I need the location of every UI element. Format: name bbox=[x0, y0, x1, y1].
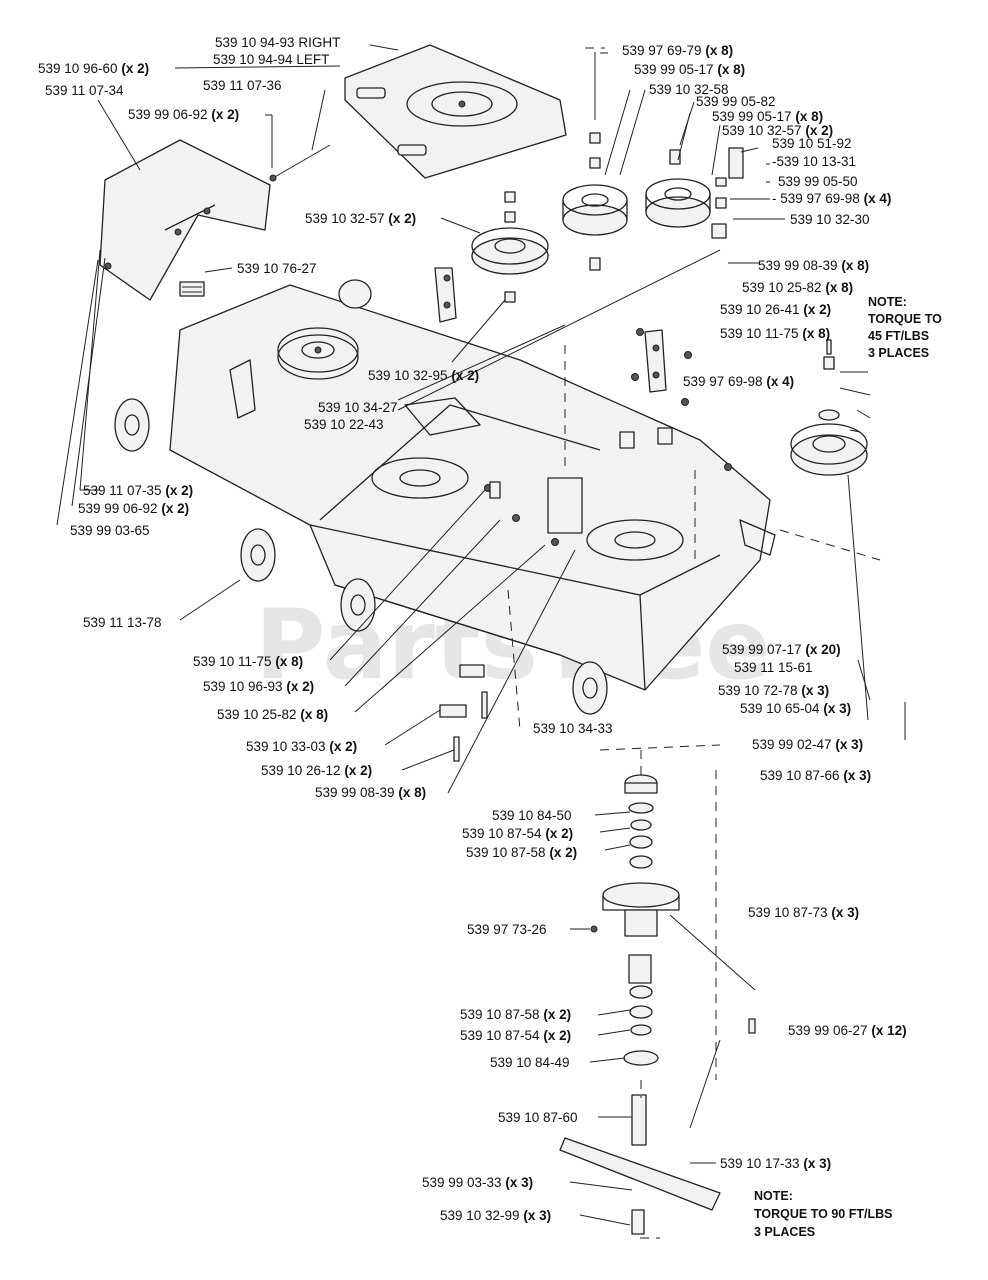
part-label: 539 10 72-78 (x 3) bbox=[718, 683, 829, 698]
part-label: 539 10 87-58 (x 2) bbox=[460, 1007, 571, 1022]
part-label: 539 10 65-04 (x 3) bbox=[740, 701, 851, 716]
part-label: 539 10 87-54 (x 2) bbox=[460, 1028, 571, 1043]
svg-text:TORQUE TO: TORQUE TO bbox=[868, 312, 942, 326]
part-label: 539 10 84-50 bbox=[492, 808, 572, 823]
part-label: 539 99 03-33 (x 3) bbox=[422, 1175, 533, 1190]
part-label: 539 11 07-36 bbox=[203, 78, 282, 93]
part-label: 539 11 07-35 (x 2) bbox=[83, 483, 193, 498]
part-label: 539 10 32-95 (x 2) bbox=[368, 368, 479, 383]
part-label: -539 10 13-31 bbox=[772, 154, 856, 169]
part-label: 539 10 84-49 bbox=[490, 1055, 570, 1070]
part-label: 539 10 17-33 (x 3) bbox=[720, 1156, 831, 1171]
svg-text:3 PLACES: 3 PLACES bbox=[754, 1225, 815, 1239]
part-label: 539 10 87-73 (x 3) bbox=[748, 905, 859, 920]
part-label: 539 10 32-57 (x 2) bbox=[722, 123, 833, 138]
center-lines bbox=[507, 47, 881, 1239]
part-label: 539 10 94-93 RIGHT bbox=[215, 35, 340, 50]
spring-drawing bbox=[179, 281, 205, 297]
svg-text:NOTE:: NOTE: bbox=[868, 295, 907, 309]
hardware-drawing bbox=[439, 328, 756, 1034]
svg-text:TORQUE TO 90 FT/LBS: TORQUE TO 90 FT/LBS bbox=[754, 1207, 892, 1221]
part-label: 539 10 51-92 bbox=[772, 136, 852, 151]
belt-cover-drawing bbox=[344, 44, 567, 179]
part-label: 539 99 06-92 (x 2) bbox=[128, 107, 239, 122]
part-label: 539 99 05-50 bbox=[778, 174, 858, 189]
part-label: 539 99 06-27 (x 12) bbox=[788, 1023, 907, 1038]
part-label: 539 10 76-27 bbox=[237, 261, 317, 276]
svg-text:45 FT/LBS: 45 FT/LBS bbox=[868, 329, 929, 343]
part-label: 539 10 87-60 bbox=[498, 1110, 578, 1125]
part-label: 539 10 96-60 (x 2) bbox=[38, 61, 149, 76]
leader-lines bbox=[56, 44, 906, 1226]
part-label: 539 99 05-17 (x 8) bbox=[712, 109, 823, 124]
left-shield-drawing bbox=[99, 139, 331, 301]
part-label: 539 99 08-39 (x 8) bbox=[315, 785, 426, 800]
part-label: 539 10 32-30 bbox=[790, 212, 870, 227]
part-label: 539 10 34-33 bbox=[533, 721, 613, 736]
idler-bracket-drawing bbox=[434, 267, 667, 393]
part-label: 539 99 07-17 (x 20) bbox=[722, 642, 841, 657]
torque-note-upper: NOTE: TORQUE TO 45 FT/LBS 3 PLACES bbox=[868, 295, 942, 360]
part-label: 539 11 15-61 bbox=[734, 660, 813, 675]
part-label: 539 10 34-27 bbox=[318, 400, 398, 415]
part-label: 539 10 32-99 (x 3) bbox=[440, 1208, 551, 1223]
svg-text:3 PLACES: 3 PLACES bbox=[868, 346, 929, 360]
part-label: 539 10 22-43 bbox=[304, 417, 384, 432]
part-label: 539 10 33-03 (x 2) bbox=[246, 739, 357, 754]
svg-text:NOTE:: NOTE: bbox=[754, 1189, 793, 1203]
idler-pulley-drawing bbox=[471, 191, 549, 303]
part-label: 539 99 06-92 (x 2) bbox=[78, 501, 189, 516]
part-label: 539 10 87-66 (x 3) bbox=[760, 768, 871, 783]
part-label: 539 10 26-12 (x 2) bbox=[261, 763, 372, 778]
part-label: 539 11 07-34 bbox=[45, 83, 124, 98]
part-label: 539 97 69-98 (x 4) bbox=[683, 374, 794, 389]
gauge-wheels-drawing bbox=[114, 279, 608, 715]
deck-body-drawing bbox=[169, 284, 776, 691]
drive-pulleys-drawing bbox=[562, 132, 744, 271]
part-label: 539 10 87-58 (x 2) bbox=[466, 845, 577, 860]
part-label: 539 10 11-75 (x 8) bbox=[193, 654, 303, 669]
part-drawings bbox=[56, 44, 906, 1239]
part-label: 539 10 26-41 (x 2) bbox=[720, 302, 831, 317]
part-label: 539 10 11-75 (x 8) bbox=[720, 326, 830, 341]
spindle-assembly-drawing bbox=[559, 774, 721, 1235]
part-label: 539 97 69-79 (x 8) bbox=[622, 43, 733, 58]
part-label: 539 99 05-82 bbox=[696, 94, 776, 109]
part-label: 539 99 05-17 (x 8) bbox=[634, 62, 745, 77]
part-label: 539 99 08-39 (x 8) bbox=[758, 258, 869, 273]
part-label: 539 10 25-82 (x 8) bbox=[742, 280, 853, 295]
part-label: 539 10 94-94 LEFT bbox=[213, 52, 329, 67]
part-label: 539 10 32-57 (x 2) bbox=[305, 211, 416, 226]
right-pulley-drawing bbox=[790, 339, 868, 476]
part-labels: 539 10 94-93 RIGHT 539 10 94-94 LEFT 539… bbox=[38, 35, 907, 1223]
part-label: 539 10 32-58 bbox=[649, 82, 729, 97]
part-label: 539 97 73-26 bbox=[467, 922, 547, 937]
torque-note-lower: NOTE: TORQUE TO 90 FT/LBS 3 PLACES bbox=[754, 1189, 892, 1239]
deck-pulley-drawing bbox=[277, 327, 359, 380]
part-label: 539 10 96-93 (x 2) bbox=[203, 679, 314, 694]
part-label: - 539 97 69-98 (x 4) bbox=[772, 191, 891, 206]
part-label: 539 10 25-82 (x 8) bbox=[217, 707, 328, 722]
part-label: 539 99 02-47 (x 3) bbox=[752, 737, 863, 752]
part-label: 539 11 13-78 bbox=[83, 615, 162, 630]
part-label: 539 99 03-65 bbox=[70, 523, 150, 538]
part-label: 539 10 87-54 (x 2) bbox=[462, 826, 573, 841]
